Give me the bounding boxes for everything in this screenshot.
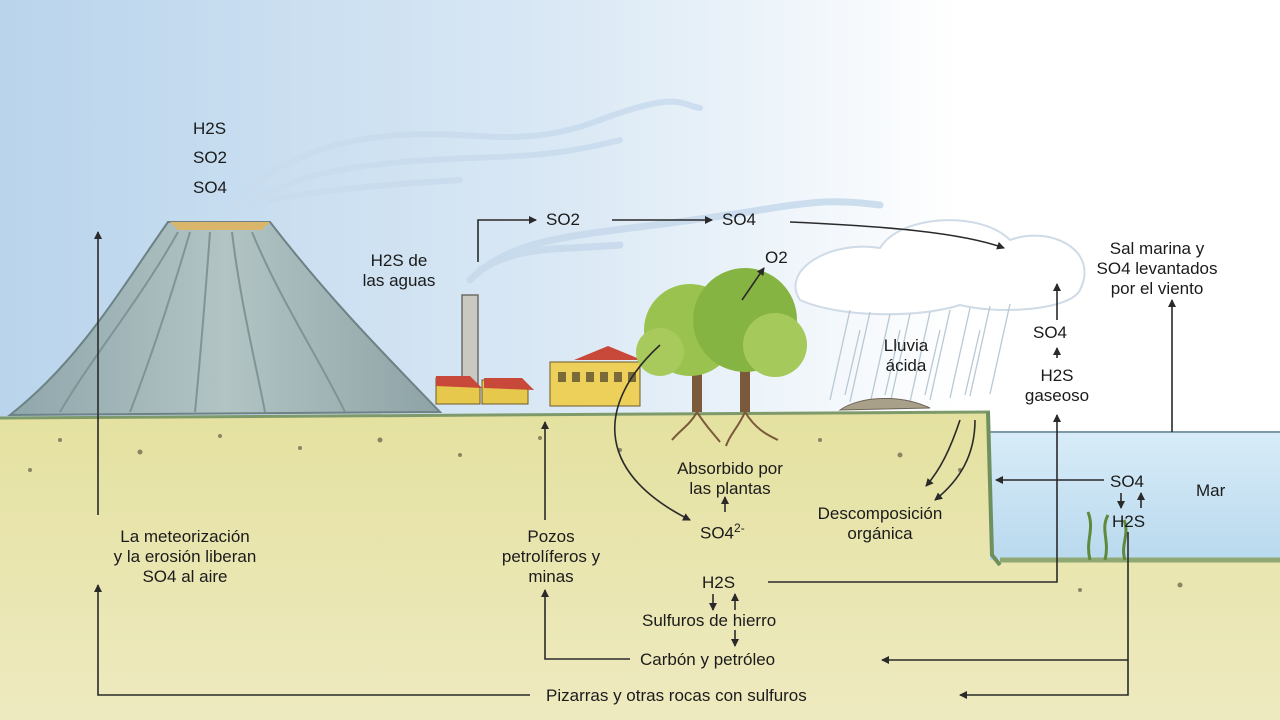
volcano-crater: [170, 222, 270, 230]
factory-smoke: [466, 198, 884, 284]
volcano-so4-label: SO4: [193, 178, 228, 197]
factory-so2-label: SO2: [546, 210, 581, 229]
arrow-h2s-to-gaseous: [768, 414, 1061, 583]
ground: [0, 412, 1280, 720]
tree-roots: [671, 411, 779, 447]
sea-h2s-label: H2S: [1112, 512, 1146, 531]
arrow-rain-to-decomposition-2: [934, 419, 976, 501]
gaseous-so4-label: SO4: [1033, 323, 1068, 342]
volcano-so2-label: SO2: [193, 148, 228, 167]
tree-o2-label: O2: [765, 248, 788, 267]
acid-rain-streaks: [829, 303, 1011, 405]
volcano-ridges: [59, 231, 346, 413]
rain-cloud: [794, 219, 1086, 316]
arrow-so4-to-cloud: [789, 221, 1005, 250]
sulfate-charge: 2-: [734, 521, 745, 535]
volcano-smoke: [227, 98, 703, 213]
factory: [435, 346, 642, 407]
shales-label: Pizarras y otras rocas con sulfuros: [546, 686, 807, 705]
arrow-tree-to-o2: [741, 267, 765, 301]
arrow-factory-to-so2: [477, 216, 537, 262]
trees: [636, 268, 807, 412]
arrow-shales-to-weathering: [94, 584, 530, 696]
sea-so4-label: SO4: [1110, 472, 1145, 491]
seaweed: [1086, 511, 1128, 561]
rock: [838, 398, 931, 411]
cycle-arrows: [94, 216, 1176, 699]
cloud-so4-label: SO4: [722, 210, 757, 229]
arrow-coal-to-wells: [541, 589, 630, 660]
arrow-rain-to-decomposition: [925, 419, 961, 487]
coal-oil-label: Carbón y petróleo: [640, 650, 776, 669]
arrow-plants-to-sulfate: [613, 344, 691, 521]
arrow-sea-to-shales: [959, 532, 1129, 699]
sea-water: [990, 432, 1280, 560]
volcano-h2s-label: H2S: [193, 119, 227, 138]
sea-label: Mar: [1196, 481, 1226, 500]
sea-cliff: [986, 411, 1002, 567]
ground-h2s-label: H2S: [702, 573, 736, 592]
iron-sulfides-label: Sulfuros de hierro: [642, 611, 777, 630]
sulfate-label: SO42-: [700, 521, 745, 543]
ground-surface: [0, 410, 991, 420]
